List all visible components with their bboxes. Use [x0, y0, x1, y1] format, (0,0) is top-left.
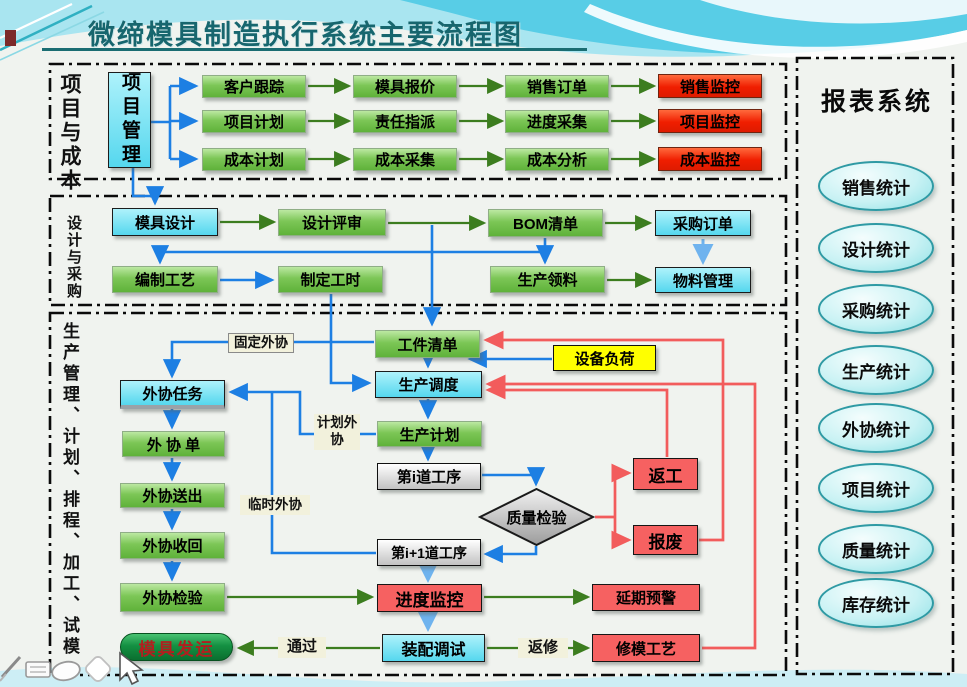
green-arrows: [220, 77, 657, 657]
node-production-scheduling: 生产调度: [375, 371, 482, 398]
report-oval-purchase-stats: 采购统计: [818, 284, 934, 334]
cursor-icon: [119, 651, 145, 686]
ellipse-tool-icon[interactable]: [50, 659, 81, 682]
node-purchase-order: 采购订单: [655, 210, 751, 236]
tag-temporary-outsourcing: 临时外协: [240, 495, 310, 515]
section-borders: [48, 56, 955, 677]
deco-red-mark: [5, 30, 16, 46]
node-process-i-plus-1: 第i+1道工序: [377, 539, 481, 566]
node-project-monitor: 项目监控: [658, 109, 762, 133]
quality-check-label: 质量检验: [506, 509, 567, 527]
tag-pass: 通过: [278, 637, 326, 658]
node-work-list: 工件清单: [375, 330, 480, 358]
tag-fixed-outsourcing: 固定外协: [228, 333, 294, 353]
report-oval-sales-stats: 销售统计: [818, 161, 934, 211]
report-panel-border: [795, 56, 955, 676]
node-material-management: 物料管理: [655, 267, 751, 293]
node-outsource-task: 外协任务: [120, 380, 225, 409]
node-project-plan: 项目计划: [202, 110, 306, 133]
report-oval-quality-stats: 质量统计: [818, 524, 934, 574]
shape-tool-icon[interactable]: [84, 655, 112, 683]
node-production-plan: 生产计划: [377, 421, 482, 447]
tag-planned-outsourcing: 计划外协: [314, 414, 360, 450]
report-oval-production-stats: 生产统计: [818, 345, 934, 395]
red-arrows: [483, 330, 757, 650]
report-oval-project-stats: 项目统计: [818, 463, 934, 513]
keyboard-tool-icon[interactable]: [25, 661, 51, 678]
node-process-planning: 编制工艺: [112, 266, 218, 293]
node-delay-warning: 延期预警: [592, 584, 700, 611]
node-material-issue: 生产领料: [490, 266, 605, 293]
pen-tool-icon[interactable]: [0, 655, 22, 682]
node-mold-repair-process: 修模工艺: [592, 634, 700, 662]
section3-label: 生产管理、计划、排程、加工、试模: [60, 322, 79, 658]
node-quality-check: 质量检验: [478, 488, 595, 546]
section1-border: [48, 62, 788, 181]
deco-line-light: [0, 11, 105, 61]
section3-border: [48, 311, 788, 677]
tag-repair: 返修: [518, 638, 568, 658]
node-sales-order: 销售订单: [505, 75, 609, 98]
node-outsource-return: 外协收回: [120, 532, 225, 559]
page-title: 微缔模具制造执行系统主要流程图: [88, 20, 523, 50]
node-progress-monitor: 进度监控: [377, 584, 482, 612]
report-panel-title: 报表系统: [820, 88, 933, 116]
report-oval-outsource-stats: 外协统计: [818, 403, 934, 453]
node-cost-plan: 成本计划: [202, 148, 306, 171]
report-oval-design-stats: 设计统计: [818, 223, 934, 273]
node-mold-quotation: 模具报价: [353, 75, 457, 98]
node-cost-analysis: 成本分析: [505, 148, 609, 171]
top-corner-light: [700, 0, 967, 24]
quality-check-diamond: [478, 488, 595, 546]
node-assembly-debug: 装配调试: [382, 634, 485, 662]
title-underline: [42, 48, 587, 51]
node-sales-monitor: 销售监控: [658, 74, 762, 98]
node-mold-design: 模具设计: [112, 208, 218, 236]
node-bom-list: BOM清单: [488, 209, 603, 237]
node-outsource-send: 外协送出: [120, 483, 225, 508]
top-wave-white: [584, 4, 967, 58]
node-process-i: 第i道工序: [377, 463, 481, 490]
node-outsource-inspect: 外协检验: [120, 583, 225, 612]
node-outsource-order: 外 协 单: [122, 431, 225, 457]
report-oval-inventory-stats: 库存统计: [818, 578, 934, 628]
section1-label: 项目与成本: [58, 73, 81, 193]
node-progress-collect: 进度采集: [505, 110, 609, 133]
node-rework: 返工: [633, 458, 698, 490]
node-responsibility-assign: 责任指派: [353, 110, 457, 133]
node-customer-tracking: 客户跟踪: [202, 75, 306, 98]
node-project-management: 项目管理: [108, 72, 151, 168]
section2-label: 设计与采购: [65, 215, 82, 300]
node-mold-shipping: 模具发运: [120, 633, 233, 661]
node-work-hours: 制定工时: [278, 266, 383, 293]
bottom-wave: [0, 667, 967, 687]
node-equipment-load: 设备负荷: [553, 345, 656, 371]
lightblue-arrows: [417, 239, 714, 632]
node-design-review: 设计评审: [278, 209, 386, 236]
node-cost-monitor: 成本监控: [658, 147, 762, 171]
section2-border: [48, 194, 788, 307]
node-scrap: 报废: [633, 525, 698, 555]
node-cost-collect: 成本采集: [353, 148, 457, 171]
presentation-toolbar: [0, 651, 145, 686]
